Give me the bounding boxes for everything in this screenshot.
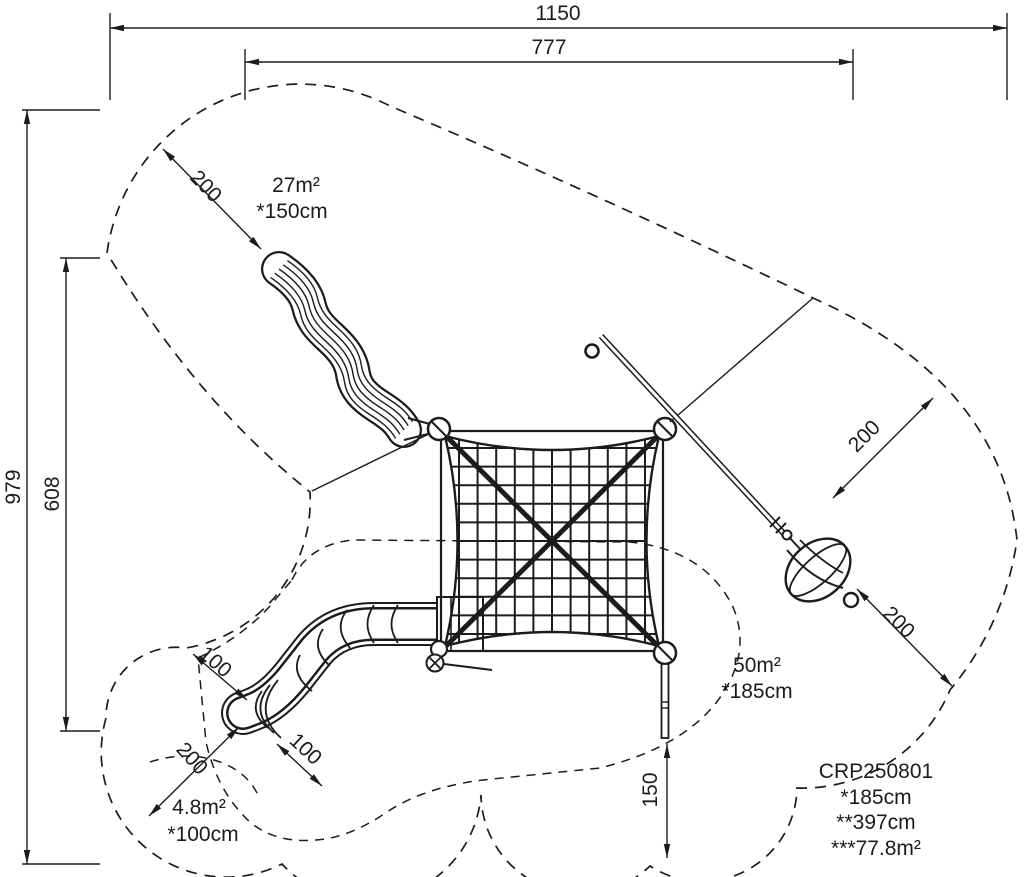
label-zone-right-height: *185cm — [721, 680, 792, 703]
dim-value-clearance: 200 — [878, 602, 919, 643]
label-zone-top-area: 27m² — [272, 174, 320, 197]
basket-link — [788, 536, 801, 550]
net-guy-rope — [311, 428, 440, 492]
pivot-arm-assembly — [584, 297, 860, 609]
slide-inner-fill — [228, 609, 467, 728]
label-zone-right-area: 50m² — [733, 654, 781, 677]
safety-zone-boundary — [100, 83, 1018, 877]
wavy-climber — [261, 251, 438, 448]
dim-clearance-right: 200 — [856, 588, 953, 687]
dimension-line — [148, 726, 240, 817]
label-zone-top-height: *150cm — [256, 200, 327, 223]
arm-pole-fill — [599, 334, 789, 539]
dim-overall-width: 1150 — [109, 2, 1008, 100]
climber-slats — [270, 260, 414, 439]
basket-knob — [842, 591, 860, 609]
dim-slide-width-lower: 100 — [276, 729, 326, 787]
basket-rim — [788, 543, 848, 597]
dimension-line — [832, 397, 934, 499]
anchor-wheel-spoke — [428, 656, 442, 670]
climbing-net — [311, 416, 678, 739]
dim-anchor-clearance: 150 — [639, 744, 671, 858]
corner-post-bolt — [657, 645, 673, 661]
dim-value-slide-width: 100 — [285, 729, 326, 770]
slide-ribs — [254, 604, 399, 739]
dim-value-overall-height: 979 — [2, 469, 25, 504]
arm-collar-tick — [769, 516, 781, 528]
dim-value-inner-width: 777 — [531, 36, 566, 59]
dimension-line — [856, 588, 953, 687]
arm-ring — [584, 343, 600, 359]
dim-value-clearance: 200 — [185, 166, 226, 207]
dim-value-anchor: 150 — [639, 772, 662, 807]
dim-value-overall-width: 1150 — [535, 2, 580, 25]
zone-labels: 27m² *150cm 50m² *185cm 4.8m² *100cm — [167, 174, 792, 846]
corner-post-bolt — [431, 421, 447, 437]
dimension-line — [162, 148, 262, 250]
dimension-line — [192, 653, 248, 701]
dim-value-slide-width: 100 — [194, 642, 236, 682]
dim-value-clearance: 200 — [844, 416, 885, 457]
arm-collar-tick — [775, 522, 787, 534]
basket-wire — [786, 549, 844, 589]
corner-post-bolt — [657, 421, 673, 437]
dimension-line — [276, 743, 323, 787]
dim-value-inner-height: 608 — [41, 476, 64, 511]
product-spec-2: **397cm — [836, 811, 915, 834]
basket-wire — [799, 539, 844, 574]
product-spec-3: ***77.8m² — [831, 837, 921, 860]
product-info: CRP250801 *185cm **397cm ***77.8m² — [819, 760, 933, 860]
arm-extension-line — [669, 297, 814, 423]
safety-zone-outline — [100, 83, 1018, 877]
tube-slide — [221, 602, 474, 739]
product-code: CRP250801 — [819, 760, 933, 783]
dim-inner-height: 608 — [41, 257, 100, 732]
anchor-stake-line — [443, 663, 493, 671]
label-zone-slide-area: 4.8m² — [172, 796, 226, 819]
slide-fall-zone-hatch — [197, 539, 741, 842]
ground-anchor-rod — [660, 663, 670, 739]
dim-clearance-top-left: 200 — [162, 148, 262, 250]
hatch-zone-boundary — [197, 539, 741, 842]
label-zone-slide-height: *100cm — [167, 823, 238, 846]
product-spec-1: *185cm — [840, 786, 911, 809]
dim-overall-height: 979 — [2, 109, 100, 865]
dim-clearance-top-right: 200 — [832, 397, 934, 499]
net-diagonal-braces — [439, 429, 665, 653]
spinner-basket — [784, 536, 860, 609]
dimensions: 1150 777 979 608 200 200 — [2, 2, 1008, 865]
dim-inner-width: 777 — [244, 36, 854, 100]
